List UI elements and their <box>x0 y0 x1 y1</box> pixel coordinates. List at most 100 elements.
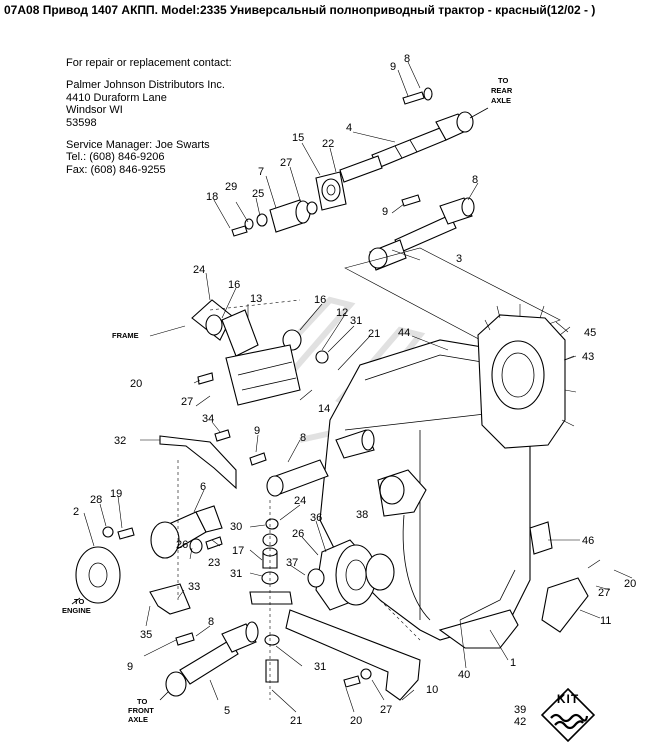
callout: 4 <box>346 122 352 134</box>
callout: 40 <box>458 669 470 681</box>
rear-coupling <box>231 199 318 237</box>
callout: 10 <box>426 684 438 696</box>
callout: 30 <box>230 521 242 533</box>
contact-block: For repair or replacement contact: Palme… <box>66 57 232 176</box>
callout: 9 <box>254 425 260 437</box>
contact-street: 4410 Duraform Lane <box>66 91 167 104</box>
callout: 11 <box>600 615 611 627</box>
contact-zip: 53598 <box>66 116 97 129</box>
callout: 27 <box>181 396 193 408</box>
callout: 5 <box>224 705 230 717</box>
kit-number: 42 <box>514 716 526 728</box>
callout: 16 <box>228 279 240 291</box>
gear-case <box>477 304 577 449</box>
right-bracket <box>541 577 589 633</box>
callout: 13 <box>250 293 262 305</box>
callout: 34 <box>202 413 214 425</box>
callout: 32 <box>114 435 126 447</box>
callout: 20 <box>350 715 362 727</box>
kit-badge: KIT <box>541 688 595 742</box>
callout: 12 <box>336 307 348 319</box>
callout: 14 <box>318 403 330 415</box>
callout: 27 <box>380 704 392 716</box>
lower-bracket <box>149 583 191 615</box>
lower-support <box>285 609 421 701</box>
callout: 33 <box>188 581 200 593</box>
callout: 16 <box>314 294 326 306</box>
rear-driveshaft <box>339 111 474 183</box>
front-driveshaft <box>165 621 259 697</box>
contact-tel: Tel.: (608) 846-9206 <box>66 151 165 164</box>
kit-number: 39 <box>514 704 526 716</box>
callout: 31 <box>314 661 326 673</box>
callout: 43 <box>582 351 594 363</box>
page-title: 07A08 Привод 1407 АКПП. Model:2335 Униве… <box>4 3 596 17</box>
callout: 17 <box>232 545 244 557</box>
callout: 9 <box>382 206 388 218</box>
contact-city: Windsor WI <box>66 104 123 117</box>
pump-unit <box>377 469 431 621</box>
callout: 8 <box>404 53 410 65</box>
svg-text:AXLE: AXLE <box>491 96 511 105</box>
kit-label: KIT <box>556 692 580 706</box>
callout: 24 <box>294 495 306 507</box>
middle-driveshaft <box>368 194 475 271</box>
callout: 22 <box>322 138 334 150</box>
contact-fax: Fax: (608) 846-9255 <box>66 163 166 176</box>
callout: 19 <box>110 488 122 500</box>
callout: 6 <box>200 481 206 493</box>
callout: 20 <box>624 578 636 590</box>
frame-mount <box>191 299 329 406</box>
svg-text:ENGINE: ENGINE <box>62 606 91 615</box>
callout: 36 <box>310 512 322 524</box>
middle-ujoint <box>249 429 375 497</box>
callout: 27 <box>280 157 292 169</box>
contact-company: Palmer Johnson Distributors Inc. <box>66 79 225 92</box>
callout: 24 <box>193 264 205 276</box>
callout: 37 <box>286 557 298 569</box>
callout: 3 <box>456 253 462 265</box>
callout: 29 <box>225 181 237 193</box>
callout: 21 <box>290 715 302 727</box>
side-clip <box>529 521 553 555</box>
callout: 46 <box>582 535 594 547</box>
svg-text:FRONT: FRONT <box>128 706 154 715</box>
callout: 8 <box>208 616 214 628</box>
kit-badge-shape <box>541 688 595 742</box>
callout: 2 <box>73 506 79 518</box>
callout: 44 <box>398 327 410 339</box>
callout: 21 <box>368 328 380 340</box>
contact-heading: For repair or replacement contact: <box>66 57 232 69</box>
front-output <box>307 539 395 611</box>
leader-lines <box>83 61 633 713</box>
callout: 28 <box>90 494 102 506</box>
frame-arrow <box>149 325 186 337</box>
callout: 8 <box>472 174 478 186</box>
callout: 8 <box>300 432 306 444</box>
svg-text:TO: TO <box>137 697 147 706</box>
engine-drive <box>75 505 223 604</box>
callout: 31 <box>350 315 362 327</box>
callout: 15 <box>292 132 304 144</box>
top-bolt <box>402 87 433 105</box>
svg-text:TO: TO <box>498 76 508 85</box>
contact-manager: Service Manager: Joe Swarts <box>66 139 210 152</box>
callout: 35 <box>140 629 152 641</box>
callout: 45 <box>584 327 596 339</box>
assembly-outline <box>344 247 561 346</box>
svg-text:TO: TO <box>74 597 84 606</box>
callout: 38 <box>356 509 368 521</box>
callout: 23 <box>208 557 220 569</box>
callout: 31 <box>230 568 242 580</box>
svg-text:AXLE: AXLE <box>128 715 148 724</box>
frame-label: FRAME <box>112 331 139 340</box>
mount-stack <box>249 518 293 683</box>
callout: 27 <box>598 587 610 599</box>
svg-text:REAR: REAR <box>491 86 513 95</box>
callout: 26 <box>176 539 188 551</box>
center-bearing <box>315 171 347 211</box>
callout: 7 <box>258 166 264 178</box>
callout: 18 <box>206 191 218 203</box>
engine-label: TO ENGINE <box>62 597 91 615</box>
